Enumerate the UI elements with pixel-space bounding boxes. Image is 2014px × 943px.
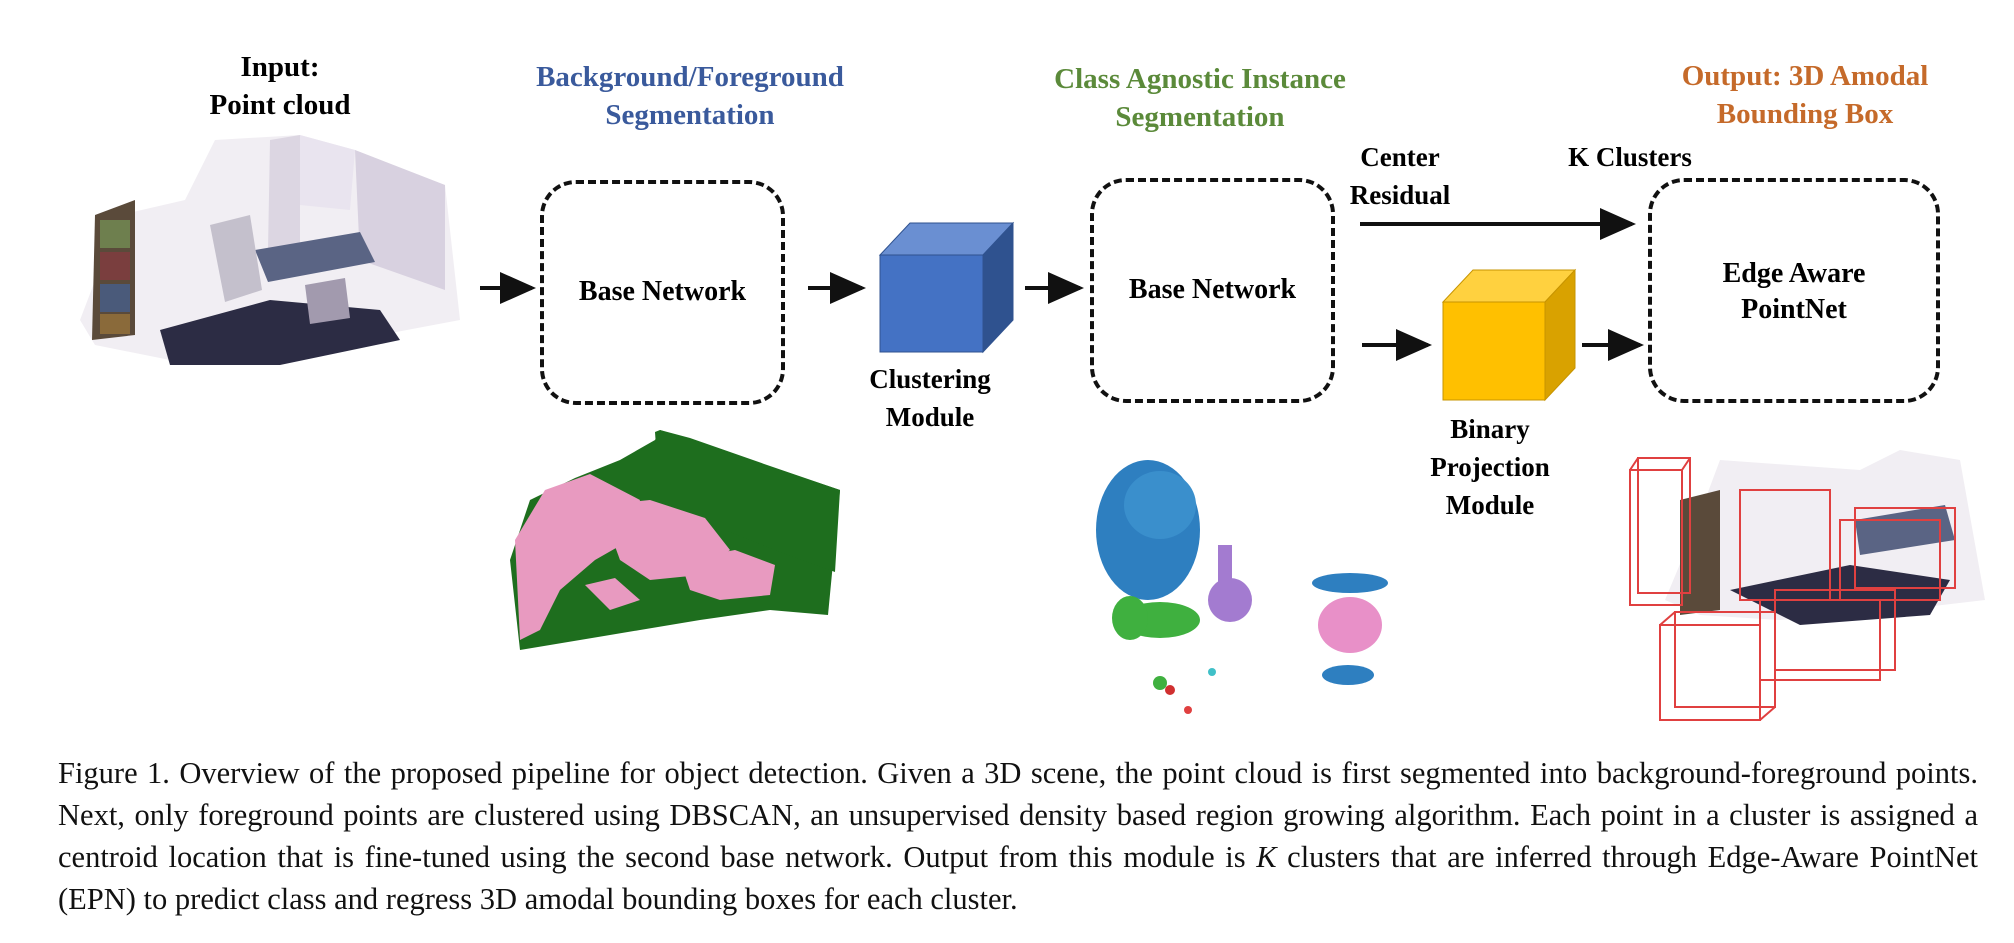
base-network-1-box: Base Network — [540, 180, 785, 405]
segmentation-title-line1: Background/Foreground — [536, 61, 844, 93]
clustering-module-cube — [878, 221, 1015, 354]
binary-projection-module-label: Binary Projection Module — [1400, 410, 1580, 524]
instance-segmentation-image — [1096, 460, 1388, 714]
clustering-module-label: Clustering Module — [840, 360, 1020, 436]
binary-projection-module-cube — [1441, 268, 1577, 402]
clustering-line1: Clustering — [869, 364, 991, 394]
edge-aware-line2: PointNet — [1741, 294, 1847, 325]
segmentation-output-image — [510, 430, 840, 650]
instance-title: Class Agnostic Instance Segmentation — [1010, 60, 1390, 136]
base-network-2-label: Base Network — [1128, 274, 1297, 305]
edge-aware-line1: Edge Aware — [1722, 258, 1866, 289]
input-point-cloud-image — [80, 135, 460, 365]
edge-aware-pointnet-label: Edge Aware PointNet — [1652, 256, 1936, 328]
caption-text-part1: Figure 1. Overview of the proposed pipel… — [58, 756, 1978, 874]
center-residual-line1: Center — [1360, 142, 1440, 172]
binary-line2: Projection — [1430, 452, 1550, 482]
base-network-2-box: Base Network — [1090, 178, 1335, 403]
input-title-line2: Point cloud — [209, 89, 351, 121]
base-network-1-label: Base Network — [578, 276, 747, 307]
segmentation-title-line2: Segmentation — [605, 99, 775, 131]
instance-title-line1: Class Agnostic Instance — [1054, 63, 1346, 95]
figure-caption: Figure 1. Overview of the proposed pipel… — [58, 752, 1978, 920]
binary-line1: Binary — [1450, 414, 1530, 444]
output-bounding-box-image — [1629, 450, 1985, 721]
instance-title-line2: Segmentation — [1115, 101, 1285, 133]
output-title-line1: Output: 3D Amodal — [1681, 60, 1929, 92]
center-residual-label: Center Residual — [1320, 138, 1480, 214]
flow-arrows — [480, 208, 1644, 361]
caption-text-part2: clusters that are inferred through Edge-… — [58, 840, 1979, 916]
output-title-line2: Bounding Box — [1716, 98, 1894, 130]
clustering-line2: Module — [885, 402, 975, 432]
input-title-line1: Input: — [240, 51, 320, 83]
input-title: Input: Point cloud — [180, 48, 380, 124]
binary-line3: Module — [1445, 490, 1535, 520]
center-residual-line2: Residual — [1349, 180, 1451, 210]
output-title: Output: 3D Amodal Bounding Box — [1640, 57, 1970, 133]
segmentation-title: Background/Foreground Segmentation — [480, 58, 900, 134]
edge-aware-pointnet-box: Edge Aware PointNet — [1648, 178, 1940, 403]
caption-k-symbol: K — [1256, 840, 1277, 874]
k-clusters-label: K Clusters — [1568, 142, 1692, 172]
